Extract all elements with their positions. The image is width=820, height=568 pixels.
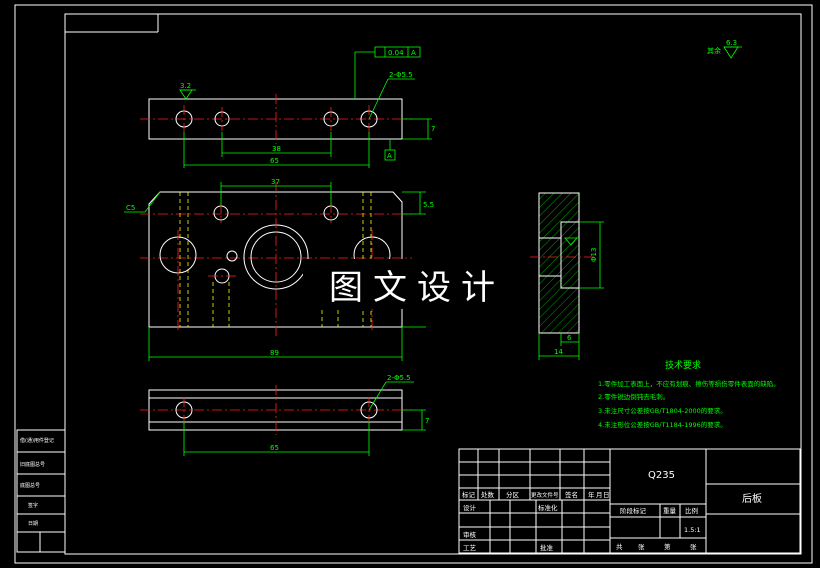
- sheet-2: 第: [664, 542, 671, 551]
- side-dim-d: Φ13: [590, 248, 598, 262]
- top-dim-side: 7: [431, 125, 435, 133]
- watermark: 图文设计: [303, 259, 531, 309]
- material: Q235: [648, 470, 675, 481]
- tr-2: 审核: [463, 530, 477, 539]
- roughness-corner-label: 其余: [707, 46, 721, 55]
- th-5: 年: [588, 490, 595, 499]
- left-strip: 借(通)用件登记 旧底图总号 底图总号 签字 日期: [16, 429, 66, 553]
- title-block: 标记 处数 分区 更改文件号 签名 年 月 日 设计 标准化 审核 工艺 批准 …: [458, 448, 801, 554]
- bottom-view: 65 7 2-Φ5.5: [140, 374, 429, 456]
- roughness-top: 3.2: [180, 82, 191, 90]
- drawing-frame: [64, 13, 802, 555]
- bottom-dim-65: 65: [270, 444, 279, 452]
- th-6: 月: [596, 491, 603, 499]
- tech-item-4: 4.未注形位公差按GB/T1184-1996的要求。: [598, 420, 727, 429]
- front-chamfer-label: C5: [126, 204, 135, 212]
- left-strip-4: 日期: [28, 521, 38, 527]
- tr-1: 标准化: [538, 503, 558, 512]
- th-7: 日: [603, 491, 610, 499]
- tech-item-1: 1.零件加工表面上，不应有划痕、擦伤等损伤零件表面的缺陷。: [598, 379, 780, 388]
- side-view: Φ13 14 6: [530, 192, 604, 360]
- side-dim-6: 6: [567, 334, 572, 342]
- sheet-1: 张: [638, 542, 645, 551]
- sheet-border: [14, 4, 813, 564]
- left-strip-2: 底图总号: [20, 482, 40, 489]
- left-strip-1: 旧底图总号: [20, 461, 45, 468]
- left-strip-0: 借(通)用件登记: [20, 437, 54, 444]
- th-2: 分区: [506, 490, 520, 499]
- th-3: 更改文件号: [531, 491, 559, 499]
- th-1: 处数: [481, 490, 495, 499]
- top-dim-38: 38: [272, 145, 281, 153]
- top-view: 38 65 7 2-Φ5.5 3.2 0.04 A A: [140, 46, 435, 168]
- weight-label: 重量: [663, 507, 677, 515]
- tolerance-ref: A: [411, 49, 416, 57]
- side-dim-14: 14: [554, 348, 563, 356]
- tech-item-3: 3.未注尺寸公差按GB/T1804-2000的要求。: [598, 406, 727, 415]
- scale-value: 1.5:1: [684, 526, 701, 534]
- sheet-3: 张: [690, 542, 697, 551]
- tech-item-2: 2.零件锐边倒钝去毛刺。: [598, 392, 669, 401]
- tolerance-value: 0.04: [388, 49, 404, 57]
- front-dim-37: 37: [271, 178, 280, 186]
- top-hole-label: 2-Φ5.5: [389, 71, 413, 79]
- part-name: 后板: [742, 492, 762, 505]
- tech-heading: 技术要求: [665, 359, 701, 371]
- front-dim-89: 89: [270, 349, 279, 357]
- roughness-corner-value: 6.3: [726, 39, 737, 47]
- tr-0: 设计: [463, 503, 477, 512]
- roughness-corner: 其余 6.3: [707, 39, 742, 59]
- datum-label: A: [387, 152, 392, 160]
- left-strip-3: 签字: [28, 502, 38, 509]
- bottom-dim-side: 7: [425, 417, 429, 425]
- tr-4: 批准: [540, 543, 554, 552]
- bottom-hole-label: 2-Φ5.5: [387, 374, 411, 382]
- scale-label: 比例: [685, 506, 698, 515]
- tech-requirements: 技术要求 1.零件加工表面上，不应有划痕、擦伤等损伤零件表面的缺陷。 2.零件锐…: [598, 359, 780, 429]
- th-4: 签名: [565, 490, 578, 499]
- front-dim-side: 5.5: [423, 201, 434, 209]
- th-0: 标记: [462, 490, 476, 499]
- tr-3: 工艺: [463, 544, 477, 552]
- stage-label: 阶段标记: [620, 506, 647, 515]
- top-dim-65: 65: [270, 157, 279, 165]
- sheet-0: 共: [616, 542, 623, 551]
